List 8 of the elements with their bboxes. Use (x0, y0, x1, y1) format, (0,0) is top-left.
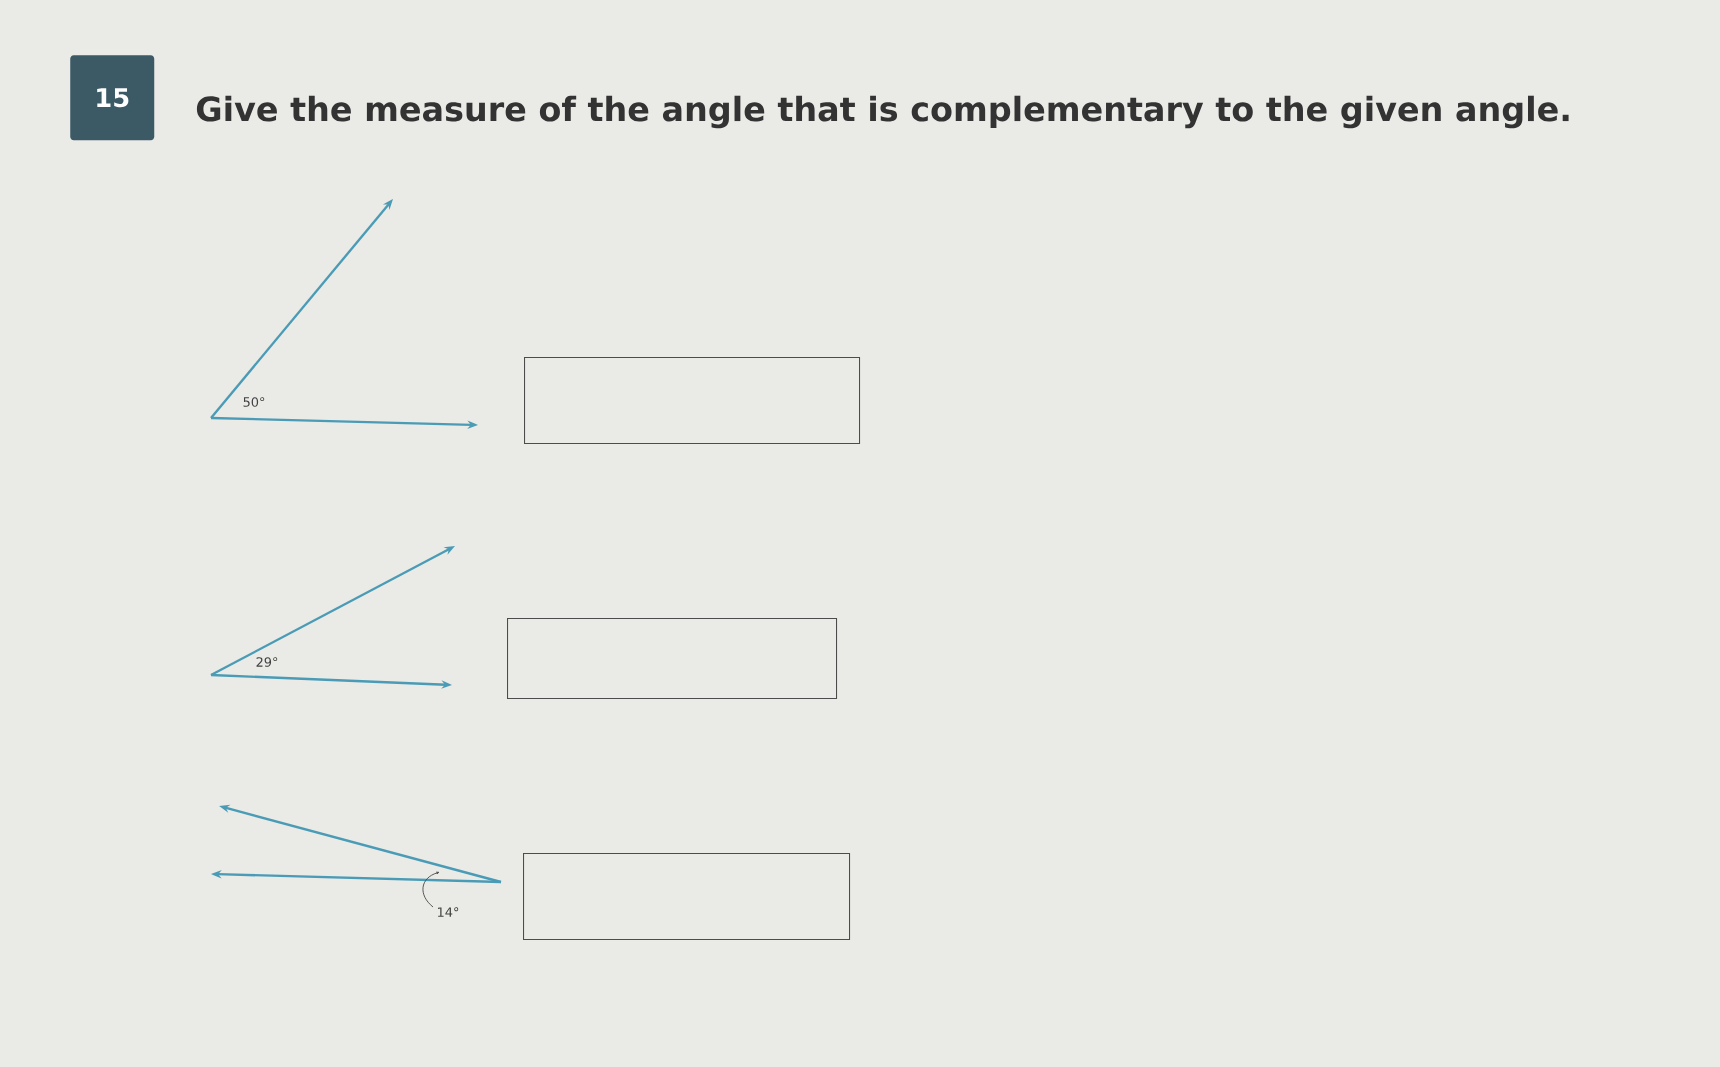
answer-box (507, 618, 838, 700)
angle-label: 29° (256, 657, 278, 667)
question-number: 15 (70, 55, 155, 141)
answer-box (524, 357, 861, 445)
angle-label: 14° (438, 907, 459, 917)
question-text: Give the measure of the angle that is complementary to the given angle. (196, 95, 1569, 129)
angle-label: 50° (243, 397, 265, 407)
answer-box (523, 853, 851, 941)
